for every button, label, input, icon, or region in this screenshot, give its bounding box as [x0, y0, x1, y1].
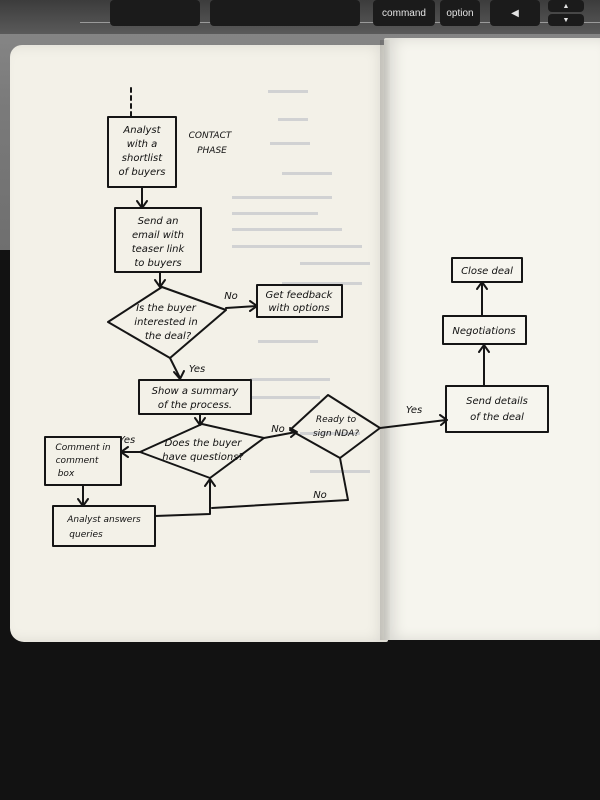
arrow-nda-yes [379, 414, 448, 429]
node-buyer-interested-line-3: the deal? [145, 331, 192, 342]
node-analyst-shortlist-line-1: Analyst [122, 125, 161, 136]
arrow-nda-no [211, 457, 349, 509]
node-close-deal-label: Close deal [461, 266, 513, 277]
arrow-interested-no [225, 300, 258, 312]
arrow-interested-yes [169, 357, 185, 380]
node-buyer-questions-line-2: have questions? [162, 452, 244, 463]
node-close-deal [451, 257, 523, 283]
key-blank-left [110, 0, 200, 26]
arrow-email-to-interested [154, 271, 166, 288]
node-send-email-line-3: teaser link [132, 244, 186, 255]
bleed-line [268, 90, 308, 93]
node-send-details [445, 385, 549, 433]
node-analyst-shortlist-line-4: of buyers [119, 167, 166, 178]
node-analyst-answers [52, 505, 156, 547]
bleed-line [282, 282, 362, 285]
bleed-line [232, 212, 318, 215]
node-send-details-line-1: Send details [466, 396, 528, 407]
bleed-line [250, 396, 320, 399]
node-send-details-line-2: of the deal [470, 412, 524, 423]
node-show-summary-line-2: of the process. [158, 400, 232, 411]
edge-label-nda-no: No [313, 490, 327, 501]
notebook-left-page [10, 45, 388, 642]
bleed-line [232, 196, 332, 199]
node-get-feedback-line-2: with options [268, 303, 329, 314]
node-buyer-questions-line-1: Does the buyer [165, 438, 243, 449]
arrow-questions-yes [120, 446, 143, 458]
edge-label-nda-yes: Yes [406, 405, 422, 416]
bleed-through-scribbles [232, 90, 370, 473]
node-buyer-questions [139, 423, 265, 479]
node-analyst-shortlist-line-2: with a [127, 139, 158, 150]
bleed-line [270, 142, 310, 145]
key-command: command [373, 0, 435, 26]
edge-label-interested-yes: Yes [189, 364, 205, 375]
edge-label-questions-no: No [271, 424, 285, 435]
node-buyer-interested-line-2: interested in [134, 317, 197, 328]
node-comment-box-line-1: Comment in [55, 443, 110, 453]
bleed-line [232, 228, 342, 231]
node-negotiations-label: Negotiations [452, 326, 515, 337]
arrow-details-to-negotiations [478, 344, 490, 387]
contact-phase-line-1: CONTACT [189, 131, 233, 141]
node-ready-nda-line-2: sign NDA? [313, 429, 359, 439]
arrow-questions-no [263, 427, 298, 439]
node-comment-box-line-2: comment [56, 456, 99, 466]
bleed-line [300, 432, 360, 435]
node-show-summary [138, 379, 252, 415]
edge-label-questions-yes: Yes [119, 435, 135, 446]
node-get-feedback [256, 284, 343, 318]
node-send-email-line-2: email with [132, 230, 184, 241]
node-send-email-line-4: to buyers [134, 258, 181, 269]
node-show-summary-line-1: Show a summary [152, 386, 240, 397]
edge-label-interested-no: No [224, 291, 238, 302]
key-space-edge [210, 0, 360, 26]
key-option: option [440, 0, 480, 26]
arrow-answers-to-questions [154, 478, 216, 517]
notebook-spine [380, 40, 390, 640]
node-ready-nda [289, 394, 381, 459]
bleed-line [258, 340, 318, 343]
node-negotiations [442, 315, 527, 345]
arrow-comment-to-answers [77, 484, 89, 507]
key-arrow-up: ▲ [548, 0, 584, 12]
bleed-line [282, 172, 332, 175]
key-arrow-down: ▼ [548, 14, 584, 26]
contact-phase-line-2: PHASE [197, 146, 227, 156]
bleed-line [250, 378, 330, 381]
node-analyst-shortlist-line-3: shortlist [122, 153, 163, 164]
node-analyst-answers-line-2: queries [69, 530, 103, 540]
node-send-email [114, 207, 202, 273]
bleed-line [278, 118, 308, 121]
node-buyer-interested-line-1: Is the buyer [136, 303, 197, 314]
arrow-shortlist-to-email [136, 186, 148, 209]
node-ready-nda-line-1: Ready to [316, 415, 357, 425]
key-arrow-left: ◀ [490, 0, 540, 26]
node-analyst-answers-line-1: Analyst answers [66, 515, 141, 525]
arrow-negotiations-to-close [476, 281, 488, 317]
bleed-line [310, 470, 370, 473]
node-send-email-line-1: Send an [138, 216, 179, 227]
node-get-feedback-line-1: Get feedback [266, 290, 334, 301]
bleed-line [232, 245, 362, 248]
bleed-line [300, 262, 370, 265]
notebook-right-page [384, 38, 600, 640]
node-comment-box-line-3: box [58, 469, 75, 479]
